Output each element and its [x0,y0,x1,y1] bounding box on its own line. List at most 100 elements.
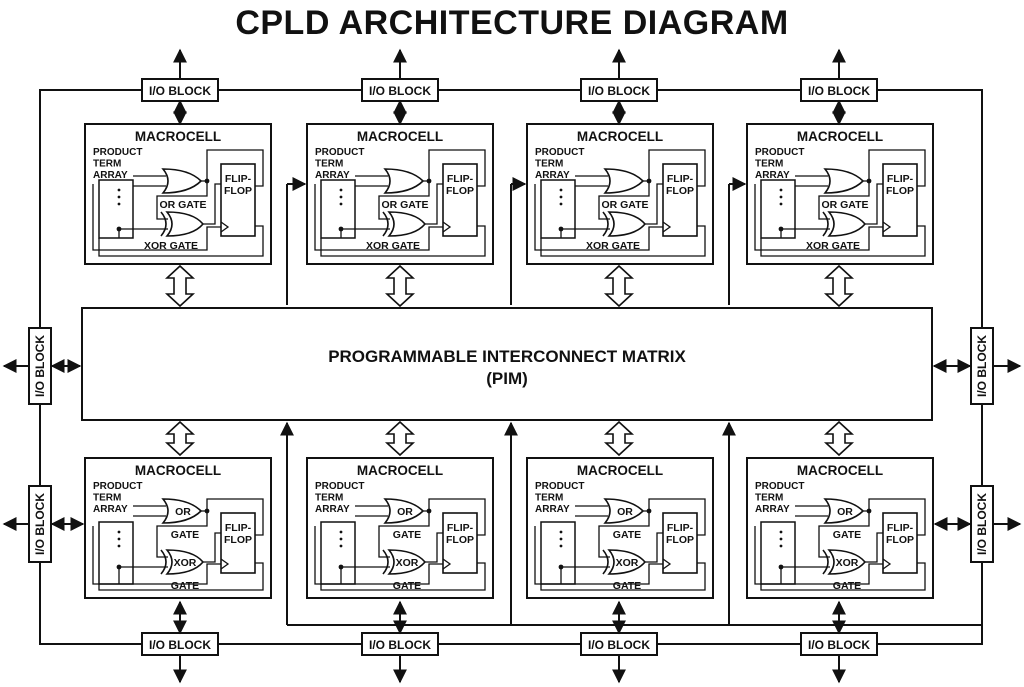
junction-dot [338,226,344,232]
ellipsis-dot [779,537,783,541]
product-term-array-box [540,521,576,585]
macrocell: MACROCELLPRODUCTTERMARRAYFLIP-FLOPORGATE… [84,457,272,599]
flip-flop-label: FLOP [886,534,914,546]
xor-gate-suffix-label: GATE [171,580,199,592]
io-block: I/O BLOCK [28,327,52,405]
io-block-label: I/O BLOCK [369,638,431,652]
bidirectional-bus-arrow [823,420,855,457]
ellipsis-dot [559,530,563,534]
ellipsis-dot [339,537,343,541]
macrocell-title: MACROCELL [135,463,221,478]
wire [425,183,443,225]
xor-gate-label: XOR GATE [144,240,198,252]
junction-dot [778,226,784,232]
ellipsis-dot [339,195,343,199]
io-block: I/O BLOCK [141,78,219,102]
or-gate-symbol [161,498,203,524]
connection-group [2,48,1022,684]
macrocell-title: MACROCELL [797,463,883,478]
wire [92,526,221,585]
wire [203,532,221,563]
io-block: I/O BLOCK [361,632,439,656]
product-term-label: TERM [755,159,783,170]
xor-gate-symbol [827,211,867,237]
wire [868,149,926,187]
ellipsis-dot [117,195,121,199]
xor-gate-curve [160,211,167,237]
io-block-label: I/O BLOCK [33,493,47,555]
flip-flop-label: FLOP [446,534,474,546]
wire [428,498,486,536]
flip-flop-box [882,512,918,574]
ellipsis-dot [779,188,783,192]
product-term-label: ARRAY [755,504,790,515]
flip-flop-label: FLIP- [225,173,252,185]
wire [754,184,883,251]
or-gate-label: OR [617,506,633,518]
xor-gate-symbol [387,549,427,575]
junction-dot [338,564,344,570]
wire [98,562,264,591]
wire [428,149,486,187]
or-gate-label: OR [397,506,413,518]
xor-gate-label: XOR GATE [586,240,640,252]
or-gate-symbol [603,168,645,194]
wire [754,526,883,585]
io-block: I/O BLOCK [361,78,439,102]
xor-gate-label: XOR [396,557,419,569]
wire [865,532,883,563]
or-gate-label: OR [837,506,853,518]
product-term-label: ARRAY [93,170,128,181]
or-gate-suffix-label: GATE [393,529,421,541]
or-gate-symbol [603,498,645,524]
ellipsis-dot [559,202,563,206]
xor-gate-suffix-label: GATE [833,580,861,592]
flip-flop-label: FLOP [886,185,914,197]
flip-flop-label: FLOP [224,534,252,546]
or-gate-symbol [383,168,425,194]
interconnect-matrix: PROGRAMMABLE INTERCONNECT MATRIX(PIM) [81,307,933,421]
ellipsis-dot [559,195,563,199]
product-term-label: PRODUCT [755,481,804,492]
clock-input [442,558,452,570]
macrocell-title: MACROCELL [577,129,663,144]
ellipsis-dot [339,202,343,206]
io-block: I/O BLOCK [970,327,994,405]
macrocell-group: MACROCELL PRODUCT TERM ARRAY FLIP- FLOP OR GAT… [84,123,934,599]
ellipsis-dot [339,530,343,534]
io-block-label: I/O BLOCK [149,638,211,652]
ellipsis-dot [339,544,343,548]
wire [314,184,443,251]
product-term-array-box [98,521,134,585]
ellipsis-dot [559,537,563,541]
product-term-label: ARRAY [535,170,570,181]
clock-input [882,221,892,233]
clock-input [882,558,892,570]
or-gate-label: OR [175,506,191,518]
ellipsis-dot [117,537,121,541]
pim-label: PROGRAMMABLE INTERCONNECT MATRIX [328,347,686,366]
bidirectional-bus-arrow [164,420,196,457]
macrocell-title: MACROCELL [357,463,443,478]
xor-gate-curve [822,549,829,575]
wire [534,184,663,251]
io-block: I/O BLOCK [580,78,658,102]
bidirectional-bus-arrow [384,264,416,308]
bidirectional-bus-arrow [164,264,196,308]
junction-dot [558,226,564,232]
wire [92,184,221,251]
product-term-label: TERM [93,493,121,504]
xor-gate-symbol [607,549,647,575]
xor-gate-curve [602,211,609,237]
xor-gate-suffix-label: GATE [393,580,421,592]
xor-gate-curve [602,549,609,575]
or-gate-symbol [823,498,865,524]
flip-flop-box [220,163,256,237]
product-term-array-box [760,521,796,585]
xor-gate-curve [822,211,829,237]
bidirectional-bus-arrow [823,264,855,308]
io-block-label: I/O BLOCK [149,84,211,98]
diagram-title: CPLD ARCHITECTURE DIAGRAM [235,4,789,42]
product-term-array-box [320,179,356,239]
